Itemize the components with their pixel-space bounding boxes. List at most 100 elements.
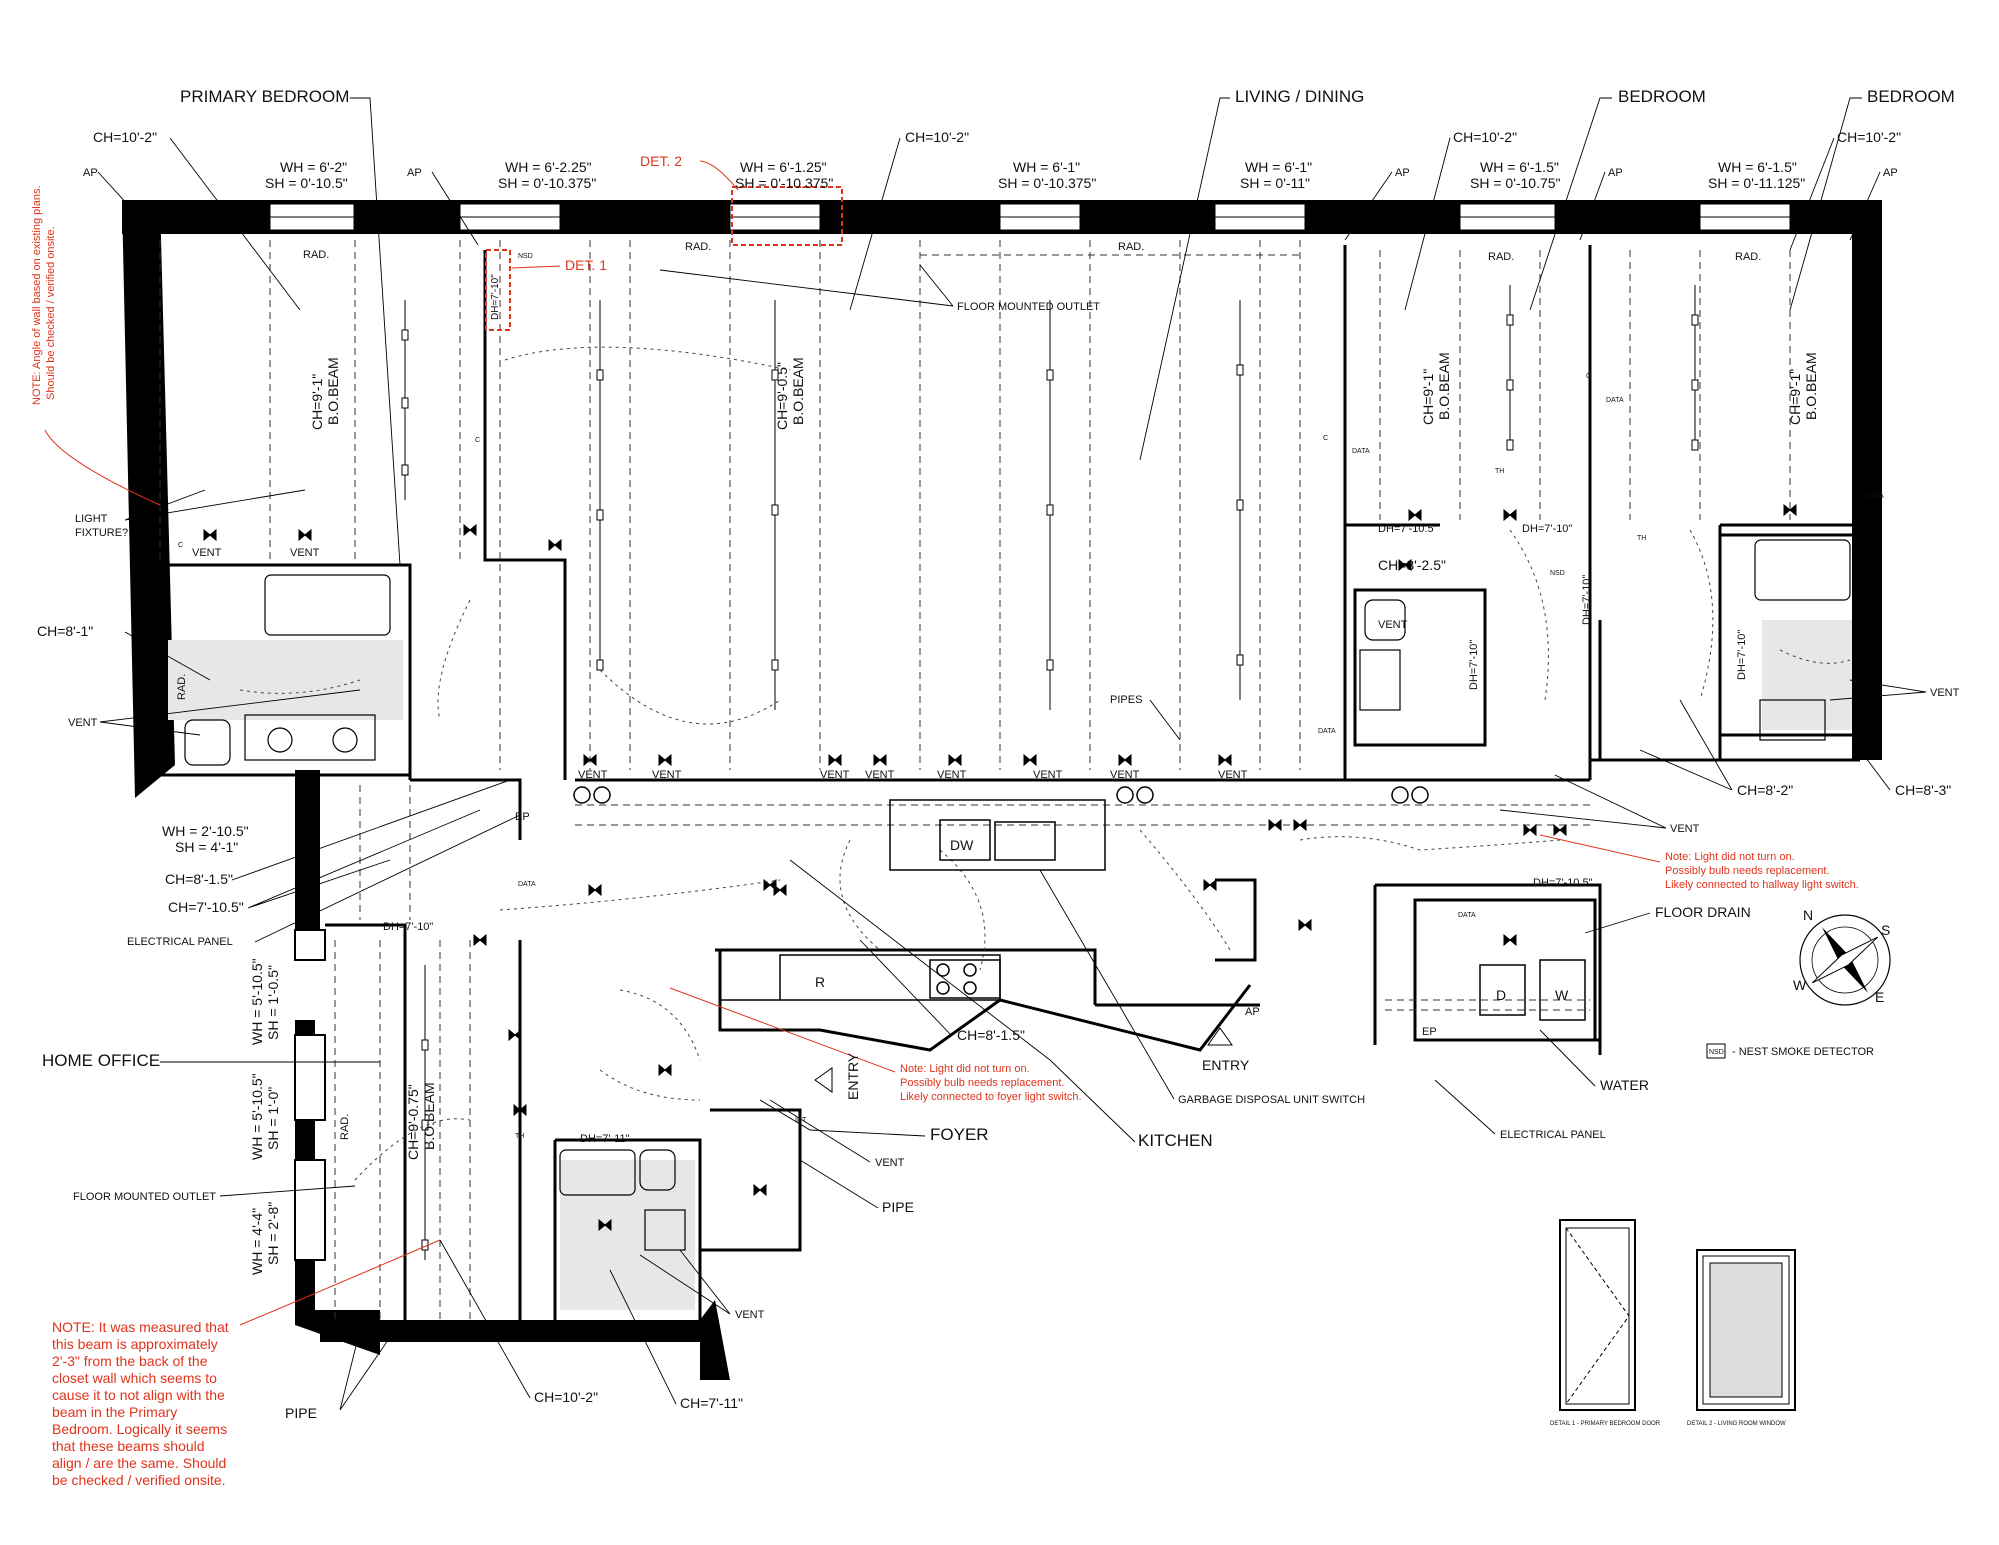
vent-icon [508, 1028, 522, 1042]
th-label: TH [1637, 535, 1646, 542]
ch-label: CH=8'-2.5" [1378, 557, 1446, 573]
beam-bo: B.O.BEAM [421, 1082, 437, 1150]
vent-icon [1523, 823, 1537, 837]
bath-fixtures [184, 539, 1851, 1251]
room-living-dining: LIVING / DINING [1235, 87, 1364, 106]
vent-icon [1118, 753, 1132, 767]
window-sh: SH = 0'-10.75" [1470, 175, 1561, 191]
vent-icon [1023, 753, 1037, 767]
pipes-label: PIPES [1110, 694, 1142, 706]
hall-note-line: Likely connected to hallway light switch… [1665, 879, 1859, 891]
beam-note-line: 2'-3" from the back of the [52, 1353, 208, 1369]
vent-label: VENT [290, 547, 320, 559]
beam-note-line: this beam is approximately [52, 1336, 218, 1352]
vent-circles [573, 786, 1429, 804]
beam-note-line: NOTE: It was measured that [52, 1319, 229, 1335]
vent-icon [1503, 933, 1517, 947]
dh-label: DH=7'-10" [1581, 575, 1593, 625]
compass-icon: N S E W [1793, 907, 1891, 1006]
light-fixture-label: FIXTURE? [75, 527, 128, 539]
detail-1-caption: DETAIL 1 - PRIMARY BEDROOM DOOR [1550, 1421, 1661, 1427]
interior-walls [158, 245, 1860, 1320]
dryer-label: D [1496, 987, 1506, 1003]
ch-label: CH=8'-1.5" [165, 871, 233, 887]
dh-label: DH=7'-10" [1522, 523, 1572, 535]
vent-icon [763, 878, 777, 892]
ceiling-height-labels: CH=10'-2" CH=10'-2" CH=10'-2" CH=10'-2" … [37, 129, 1951, 1411]
ap-label: AP [407, 167, 422, 179]
foyer-light-note: Note: Light did not turn on. Possibly bu… [669, 987, 1082, 1103]
entry-label: ENTRY [1202, 1057, 1250, 1073]
window-sh: SH = 0'-10.5" [265, 175, 348, 191]
electrical-panel-label: ELECTRICAL PANEL [1500, 1129, 1606, 1141]
vent-symbols [203, 503, 1867, 1232]
vent-icon [1853, 508, 1867, 522]
vent-icon [463, 523, 477, 537]
vent-icon [1553, 823, 1567, 837]
room-primary-bedroom: PRIMARY BEDROOM [180, 87, 349, 106]
pipe-label: PIPE [285, 1405, 317, 1421]
window-sh: SH = 1'-0" [265, 1087, 281, 1150]
ch-label: CH=8'-2" [1737, 782, 1793, 798]
ch-label: CH=10'-2" [1837, 129, 1901, 145]
vent-icon [1293, 818, 1307, 832]
vent-label: VENT [875, 1157, 905, 1169]
dh-label: DH=7'-10" [1468, 640, 1480, 690]
beam-ch: CH=9'-1" [309, 374, 325, 430]
window-wh: WH = 2'-10.5" [162, 823, 249, 839]
vent-icon [1503, 508, 1517, 522]
room-kitchen: KITCHEN [1138, 1131, 1213, 1150]
detail-2-caption: DETAIL 2 - LIVING ROOM WINDOW [1687, 1421, 1786, 1427]
vent-label: VENT [1110, 769, 1140, 781]
ch-label: CH=7'-11" [680, 1395, 743, 1411]
door-height-labels: DH=7'-10" DH=7'-10" DH=7'-10.5" DH=7'-10… [383, 274, 1748, 1145]
beam-note-line: closet wall which seems to [52, 1370, 217, 1386]
vent-icon [1398, 558, 1412, 572]
nsd-label: NSD [1550, 570, 1565, 577]
vent-icon [583, 753, 597, 767]
vent-label: VENT [735, 1309, 765, 1321]
ch-label: CH=8'-1.5" [957, 1027, 1025, 1043]
beam-bo: B.O.BEAM [1803, 352, 1819, 420]
red-notes: NOTE: Angle of wall based on existing pl… [31, 185, 1859, 1488]
vent-label: VENT [68, 717, 98, 729]
vent-label: VENT [820, 769, 850, 781]
callouts: AP AP AP AP AP AP RAD. RAD. RAD. RAD. RA… [68, 167, 1960, 1421]
beam-bo: B.O.BEAM [790, 357, 806, 425]
window-sh: SH = 0'-10.375" [498, 175, 596, 191]
dh-label: DH=7'-10" [383, 921, 433, 933]
vent-label: VENT [192, 547, 222, 559]
beam-note-line: Bedroom. Logically it seems [52, 1421, 227, 1437]
beam-bo: B.O.BEAM [1436, 352, 1452, 420]
window-sh: SH = 0'-11" [1240, 175, 1310, 191]
wall-angle-note-2: Should be checked / verified onsite. [45, 226, 57, 400]
floor-drain-label: FLOOR DRAIN [1655, 904, 1751, 920]
window-wh: WH = 4'-4" [249, 1208, 265, 1275]
data-label: DATA [518, 881, 536, 888]
vent-label: VENT [578, 769, 608, 781]
window-wh: WH = 6'-1" [1245, 159, 1312, 175]
vent-icon [753, 1183, 767, 1197]
detail-drawings: DETAIL 1 - PRIMARY BEDROOM DOOR DETAIL 2… [1550, 1219, 1796, 1427]
window-wh: WH = 6'-2.25" [505, 159, 592, 175]
compass-s: S [1881, 922, 1890, 938]
ep-label: EP [515, 811, 530, 823]
data-label: DATA [1866, 493, 1884, 500]
vent-icon [513, 1103, 527, 1117]
beam-note-line: beam in the Primary [52, 1404, 177, 1420]
light-fixture-label: LIGHT [75, 513, 108, 525]
room-home-office: HOME OFFICE [42, 1051, 160, 1070]
vent-label: VENT [865, 769, 895, 781]
wiring-paths [239, 346, 1851, 1181]
beam-bo: B.O.BEAM [325, 357, 341, 425]
data-label: DATA [1458, 912, 1476, 919]
rad-label: RAD. [1488, 251, 1514, 263]
room-bedroom-1: BEDROOM [1618, 87, 1706, 106]
data-label: DATA [1318, 728, 1336, 735]
foyer-note-line: Note: Light did not turn on. [900, 1063, 1030, 1075]
vent-icon [1218, 753, 1232, 767]
vent-icon [773, 883, 787, 897]
electrical-panel-label: ELECTRICAL PANEL [127, 936, 233, 948]
th-label: TH [1495, 468, 1504, 475]
data-label: DATA [1352, 448, 1370, 455]
